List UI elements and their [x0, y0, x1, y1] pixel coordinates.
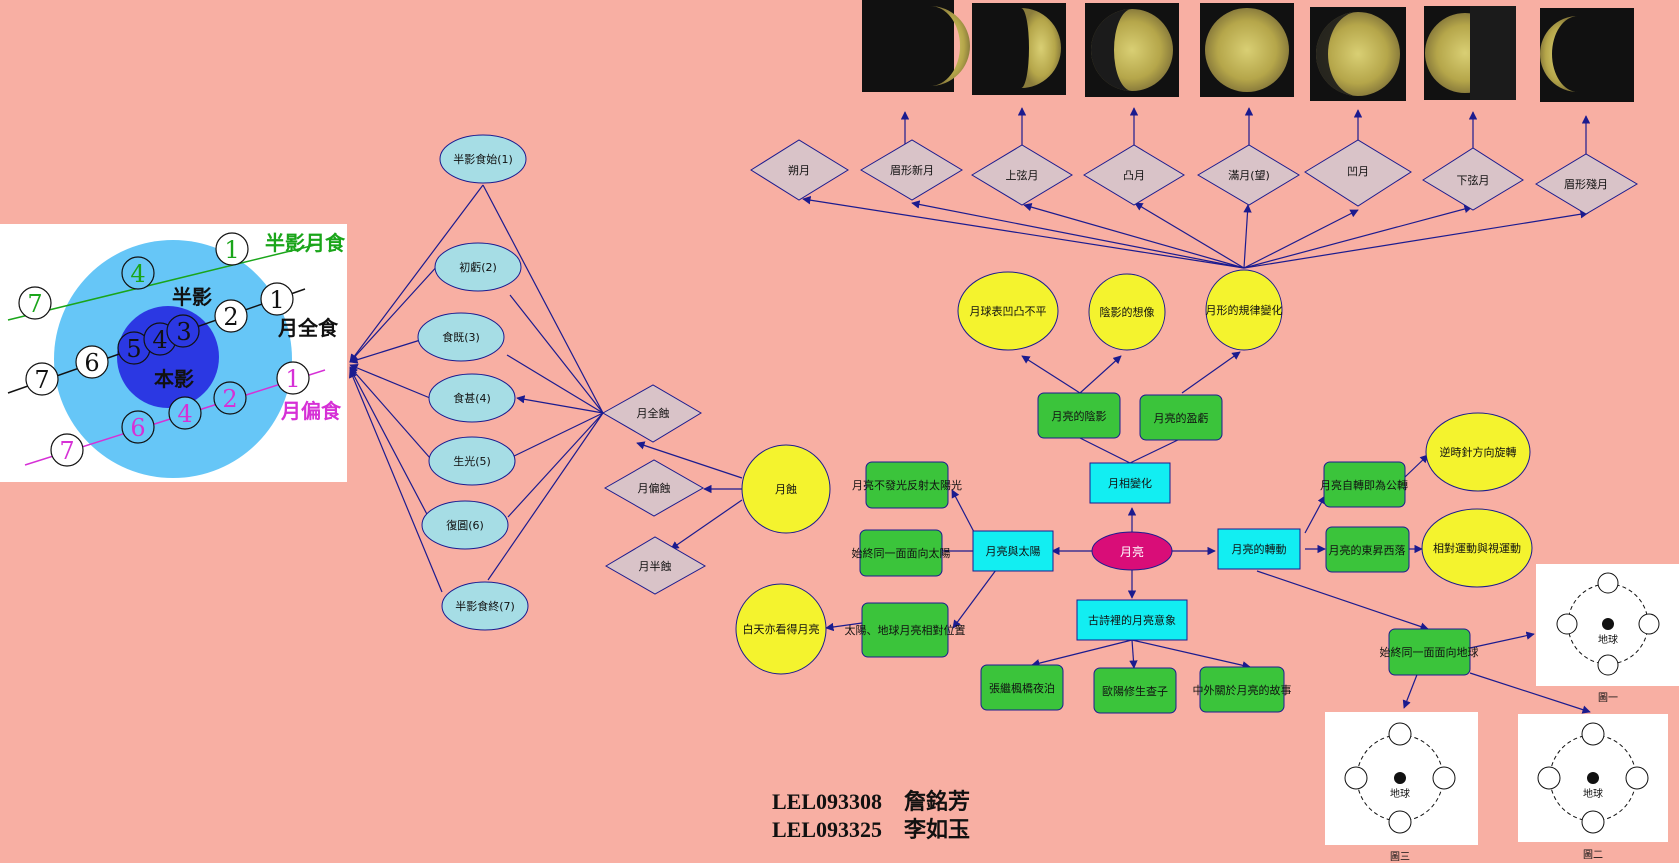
- figure-caption: 圖二: [1583, 849, 1603, 861]
- stage-label: 復圓(6): [446, 519, 484, 532]
- east-west-label: 月亮的東昇西落: [1329, 543, 1406, 557]
- stage-label: 半影食始(1): [453, 152, 513, 166]
- ccw-label: 逆時針方向旋轉: [1440, 445, 1517, 459]
- shape-rule-label: 月形的規律變化: [1206, 303, 1283, 317]
- photo-third-quarter: [1424, 6, 1516, 100]
- phase-diamonds: 朔月 眉形新月 上弦月 凸月 滿月(望) 凹月 下弦月 眉形殘月: [750, 139, 1638, 215]
- top-circles: 月球表凹凸不平 陰影的想像 月形的規律變化: [957, 269, 1283, 351]
- credit-1: LEL093308 詹銘芳: [772, 784, 970, 816]
- stage-label: 半影食終(7): [455, 599, 515, 613]
- photo-first-quarter: [1085, 3, 1179, 97]
- stage-label: 食既(3): [442, 330, 480, 344]
- svg-text:4: 4: [152, 326, 167, 354]
- svg-text:1: 1: [224, 236, 239, 264]
- photo-waning-crescent: [1540, 8, 1634, 102]
- no-light-label: 月亮不發光反射太陽光: [852, 478, 962, 492]
- eclipse-diamonds: 月全蝕 月偏蝕 月半蝕: [601, 384, 707, 595]
- phase-label: 凸月: [1123, 169, 1145, 182]
- eclipse-stage-clouds: 半影食始(1) 初虧(2) 食既(3) 食甚(4) 生光(5) 復圓(6) 半影…: [417, 134, 529, 631]
- center-label: 月亮: [1120, 544, 1144, 559]
- earth-label: 地球: [1598, 633, 1618, 646]
- credit-2: LEL093325 李如玉: [772, 812, 970, 844]
- moon-photos: [862, 0, 1634, 102]
- penumbra-eclipse-label: 半影月食: [265, 231, 346, 255]
- sun-label: 月亮與太陽: [986, 544, 1041, 558]
- svg-text:3: 3: [176, 318, 191, 346]
- face-sun-label: 始終同一面面向太陽: [852, 546, 951, 560]
- shadow-label: 月亮的陰影: [1052, 409, 1107, 423]
- partial-eclipse-label: 月偏食: [280, 399, 342, 423]
- relative-label: 相對運動與視運動: [1433, 541, 1521, 555]
- student-id: LEL093308: [772, 789, 883, 814]
- phase-label: 下弦月: [1457, 173, 1490, 187]
- svg-text:1: 1: [285, 365, 300, 393]
- student-id: LEL093325: [772, 817, 883, 842]
- center-node: 月亮: [1091, 531, 1173, 571]
- svg-text:4: 4: [177, 400, 192, 428]
- svg-text:6: 6: [130, 414, 145, 442]
- figure-1: 地球 圖一: [1536, 564, 1679, 704]
- wax-wane-label: 月亮的盈虧: [1154, 411, 1209, 425]
- photo-gibbous: [1200, 3, 1294, 97]
- boxes: 月亮的陰影 月亮的盈虧 月相變化 月亮與太陽 月亮的轉動 古詩裡的月亮意象 月亮…: [845, 392, 1479, 714]
- svg-text:5: 5: [126, 335, 141, 363]
- poem-label: 古詩裡的月亮意象: [1088, 613, 1176, 627]
- phase-label: 眉形新月: [890, 163, 934, 177]
- figure-3: 地球 圖三: [1325, 712, 1478, 863]
- penumbra-label: 半影: [172, 285, 212, 309]
- svg-text:7: 7: [59, 437, 74, 465]
- eclipse-diagram: 7 4 1 7 6 5 4 3 2 1 7 6 4 2 1 半影月食 月全食 月…: [0, 224, 347, 482]
- svg-text:2: 2: [223, 303, 238, 331]
- umbra-label: 本影: [154, 367, 194, 391]
- connectors: [349, 107, 1591, 714]
- eclipse-type-label: 月偏蝕: [638, 481, 671, 495]
- photo-new-moon: [862, 0, 970, 92]
- ouyang-label: 歐陽修生查子: [1102, 684, 1168, 698]
- phase-label: 滿月(望): [1228, 169, 1270, 182]
- svg-text:7: 7: [34, 366, 49, 394]
- student-name: 詹銘芳: [904, 789, 971, 814]
- phase-change-label: 月相變化: [1108, 476, 1152, 490]
- figure-2: 地球 圖二: [1518, 714, 1668, 861]
- eclipse-type-label: 月全蝕: [637, 406, 670, 420]
- stage-label: 初虧(2): [459, 260, 497, 274]
- figure-caption: 圖一: [1598, 692, 1618, 704]
- rot-revolve-label: 月亮自轉即為公轉: [1320, 478, 1408, 492]
- total-eclipse-label: 月全食: [277, 316, 339, 340]
- zhangji-label: 張繼楓橋夜泊: [989, 681, 1055, 695]
- photo-waxing-crescent: [972, 3, 1066, 95]
- phase-label: 凹月: [1347, 165, 1369, 178]
- surface-label: 月球表凹凸不平: [970, 304, 1047, 318]
- rotation-label: 月亮的轉動: [1232, 542, 1287, 556]
- eclipse-label: 月蝕: [775, 482, 797, 496]
- face-earth-label: 始終同一面面向地球: [1380, 645, 1479, 659]
- svg-text:7: 7: [27, 290, 42, 318]
- stage-label: 食甚(4): [453, 391, 491, 405]
- photo-full-moon: [1310, 7, 1406, 101]
- earth-label: 地球: [1583, 787, 1603, 800]
- figure-caption: 圖三: [1390, 851, 1410, 863]
- earth-label: 地球: [1390, 787, 1410, 800]
- shadow-imagine-label: 陰影的想像: [1100, 305, 1155, 319]
- svg-text:4: 4: [130, 260, 145, 288]
- phase-label: 朔月: [788, 164, 810, 177]
- daytime-label: 白天亦看得月亮: [743, 622, 820, 636]
- stage-label: 生光(5): [453, 454, 491, 468]
- phase-label: 上弦月: [1006, 168, 1039, 182]
- svg-text:2: 2: [222, 385, 237, 413]
- svg-text:6: 6: [84, 349, 99, 377]
- svg-text:1: 1: [269, 286, 284, 314]
- mid-circles: 月蝕 白天亦看得月亮 逆時針方向旋轉 相對運動與視運動: [735, 412, 1533, 675]
- phase-label: 眉形殘月: [1564, 177, 1608, 191]
- eclipse-type-label: 月半蝕: [639, 559, 672, 573]
- position-label: 太陽、地球月亮相對位置: [845, 623, 966, 637]
- story-label: 中外關於月亮的故事: [1193, 683, 1292, 697]
- student-name: 李如玉: [904, 817, 971, 842]
